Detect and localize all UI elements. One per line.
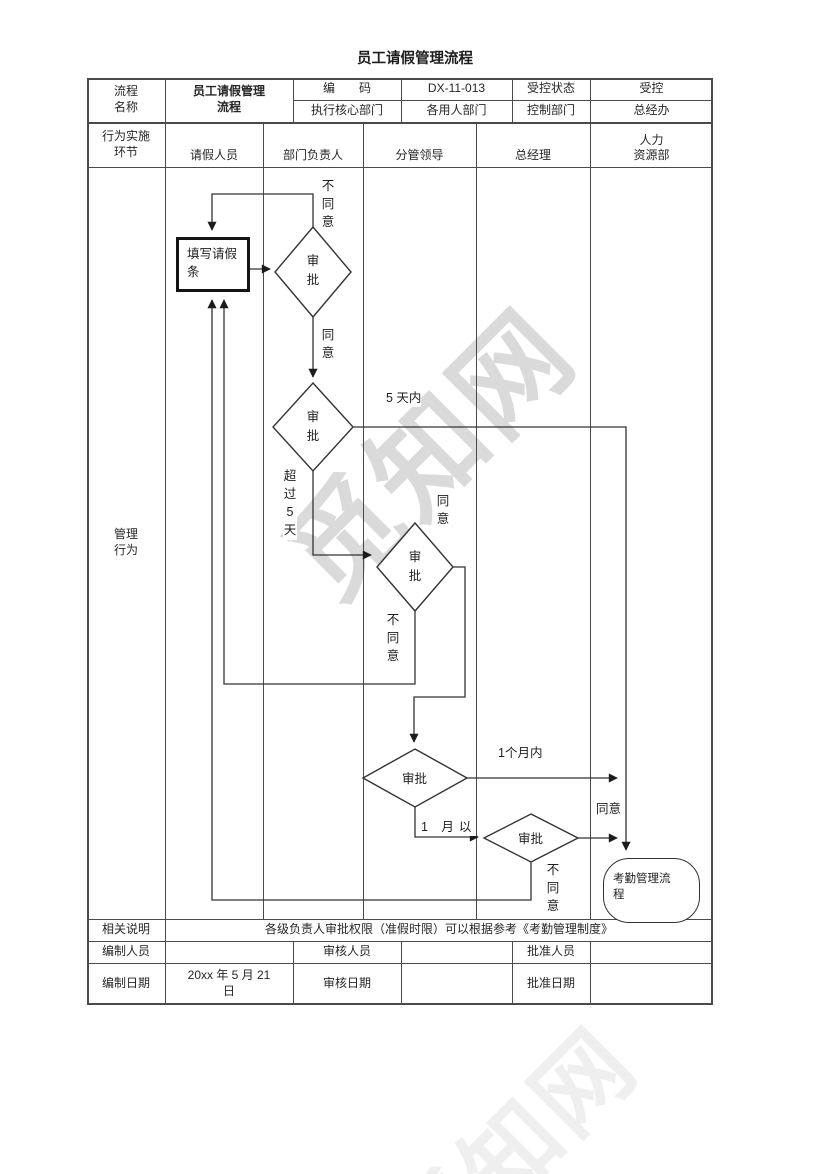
grid-line-h3 <box>87 167 713 168</box>
make-date-label: 编制日期 <box>101 976 150 991</box>
label-disagree-1: 不同意 <box>321 177 335 232</box>
grid-line-h4 <box>87 919 713 920</box>
approve4-label: 审批 <box>402 772 428 786</box>
edge-approve4-over1m <box>414 806 479 842</box>
diamond-approve1 <box>274 225 352 319</box>
page-title: 员工请假管理流程 <box>357 51 473 67</box>
node-fill-leave-form: 填写请假条 <box>176 237 250 292</box>
edge-approve1-no-return <box>207 193 314 231</box>
review-date-label: 审核日期 <box>322 976 371 991</box>
approve3-label: 审批 <box>408 550 422 583</box>
diamond-approve3 <box>376 521 454 613</box>
approve5-label: 审批 <box>518 832 544 846</box>
code-value: DX-11-013 <box>427 81 486 96</box>
flow-row-label: 管理 行为 <box>113 527 138 557</box>
approver-value <box>590 941 713 963</box>
lane-name-dept-head: 部门负责人 <box>282 148 343 163</box>
node-attendance-process: 考勤管理流程 <box>603 858 700 923</box>
label-agree-merge: 同意 <box>596 800 622 819</box>
approver-label: 批准人员 <box>526 944 575 959</box>
table-border-top <box>87 78 713 80</box>
edge-within5-to-attendance <box>353 426 631 851</box>
lane-divider-2 <box>363 122 364 919</box>
diamond-approve5 <box>482 813 580 863</box>
label-agree-1: 同意 <box>321 326 335 363</box>
maker-value <box>165 941 293 963</box>
exec-dept-value: 各用人部门 <box>426 103 487 118</box>
lane-divider-1 <box>263 122 264 919</box>
lane-name-gm: 总经理 <box>514 148 551 163</box>
review-date-value <box>401 963 512 1005</box>
grid-line-v2a <box>401 78 402 122</box>
label-within-5-days: 5 天内 <box>386 389 422 408</box>
approve2-label: 审批 <box>306 410 320 443</box>
table-border-right <box>711 78 713 1005</box>
process-name-value: 员工请假管理 流程 <box>192 84 265 114</box>
edge-over5-to-approve3 <box>312 470 372 560</box>
grid-line-v1a <box>293 78 294 122</box>
label-over-5-days: 超过5天 <box>283 467 297 540</box>
label-over-1-month: 1 月以 <box>421 818 477 837</box>
code-label: 编 码 <box>322 81 371 96</box>
grid-line-h1 <box>293 100 713 101</box>
lane-row-header: 行为实施 环节 <box>101 128 150 159</box>
label-disagree-3: 不同意 <box>386 611 400 666</box>
label-disagree-5: 不同意 <box>546 861 560 916</box>
reviewer-label: 审核人员 <box>322 944 371 959</box>
edge-approve3-yes <box>409 566 466 743</box>
grid-line-v4a <box>590 78 591 122</box>
grid-line-v1b <box>293 941 294 1005</box>
table-border-left <box>87 78 89 1005</box>
maker-label: 编制人员 <box>101 944 150 959</box>
edge-approve5-no-return <box>207 299 532 901</box>
process-name-label: 流程 名称 <box>113 84 138 114</box>
label-within-1-month: 1个月内 <box>498 744 543 763</box>
grid-line-v2b <box>401 941 402 1005</box>
notes-label: 相关说明 <box>101 922 150 937</box>
edge-approve3-no-return <box>219 299 416 685</box>
make-date-value: 20xx 年 5 月 21 日 <box>187 968 271 998</box>
lane-name-supervisor: 分管领导 <box>395 148 444 163</box>
approve1-label: 审批 <box>306 254 320 287</box>
grid-line-h5 <box>87 941 713 942</box>
grid-line-v3b <box>512 941 513 1005</box>
label-agree-3: 同意 <box>436 492 450 529</box>
approve-date-label: 批准日期 <box>526 976 575 991</box>
lane-divider-3 <box>476 122 477 919</box>
grid-line-v3a <box>512 78 513 122</box>
controlled-status-value: 受控 <box>639 81 664 96</box>
reviewer-value <box>401 941 512 963</box>
grid-line-h2 <box>87 122 713 124</box>
approve-date-value <box>590 963 713 1005</box>
diamond-approve2 <box>272 381 354 473</box>
lane-name-hr: 人力 资源部 <box>633 132 670 163</box>
notes-value: 各级负责人审批权限（准假时限）可以根据参考《考勤管理制度》 <box>264 922 613 937</box>
controlled-status-label: 受控状态 <box>526 81 575 96</box>
lane-name-applicant: 请假人员 <box>189 148 238 163</box>
diamond-approve4 <box>361 748 469 808</box>
grid-line-v-labelcol <box>165 78 166 1005</box>
exec-dept-label: 执行核心部门 <box>310 103 383 118</box>
control-dept-label: 控制部门 <box>526 103 575 118</box>
lane-divider-4 <box>590 122 591 919</box>
grid-line-h6 <box>87 963 713 964</box>
grid-line-v4b <box>590 941 591 1005</box>
control-dept-value: 总经办 <box>633 103 670 118</box>
table-border-bottom <box>87 1003 713 1005</box>
